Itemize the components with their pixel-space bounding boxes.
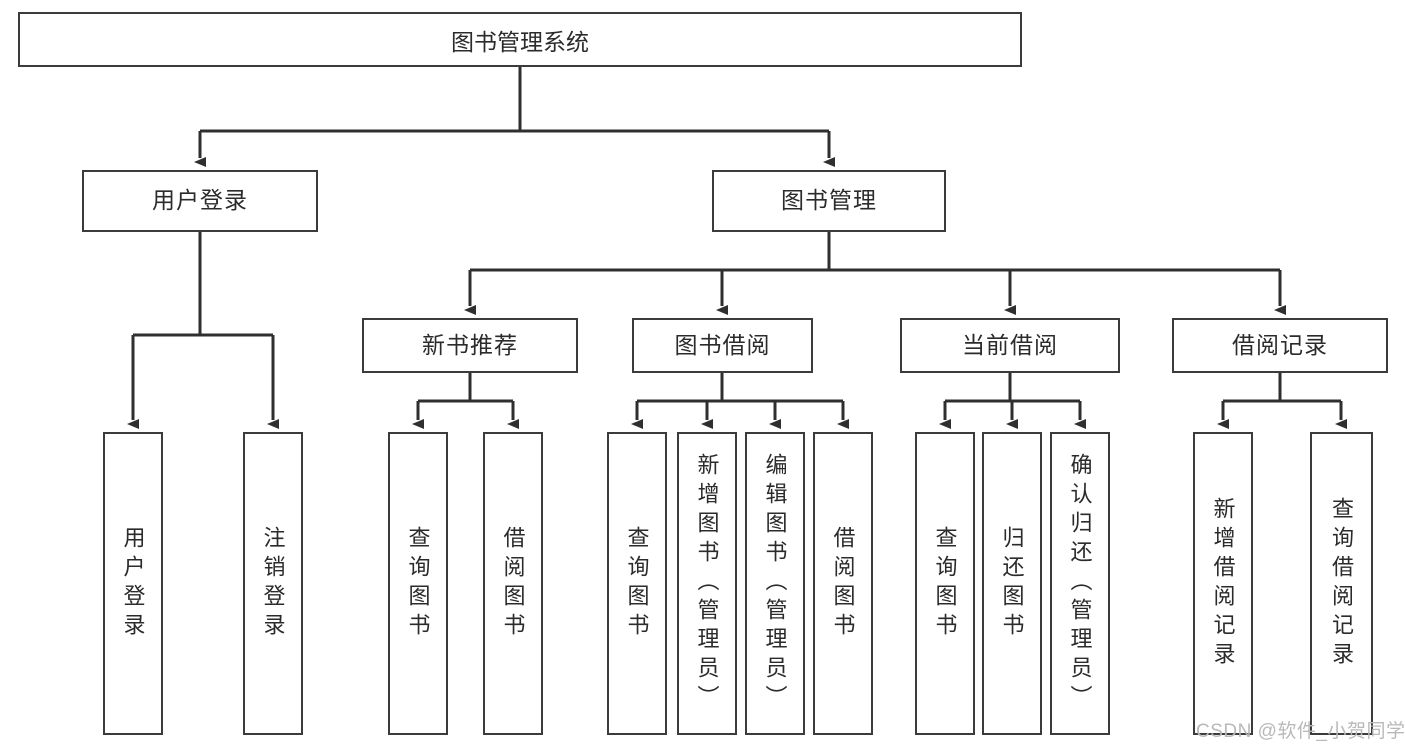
node-label: 图书管理系统 [451, 28, 589, 55]
leaf-return-book[interactable]: 归还图书 [982, 432, 1042, 735]
node-root-book-management-system[interactable]: 图书管理系统 [18, 12, 1022, 67]
node-label: 用户登录 [120, 525, 146, 642]
leaf-query-book-current[interactable]: 查询图书 [915, 432, 975, 735]
leaf-confirm-return-admin[interactable]: 确认归还（管理员） [1050, 432, 1110, 735]
node-label: 确认归还（管理员） [1067, 453, 1093, 714]
node-label: 归还图书 [999, 525, 1025, 642]
node-label: 查询借阅记录 [1329, 496, 1355, 671]
leaf-logout[interactable]: 注销登录 [243, 432, 303, 735]
node-label: 借阅记录 [1232, 331, 1328, 358]
node-label: 图书管理 [781, 187, 877, 214]
leaf-query-borrow-record[interactable]: 查询借阅记录 [1310, 432, 1373, 735]
node-book-management[interactable]: 图书管理 [712, 170, 946, 232]
leaf-edit-book-admin[interactable]: 编辑图书（管理员） [745, 432, 805, 735]
node-label: 注销登录 [260, 525, 286, 642]
leaf-add-borrow-record[interactable]: 新增借阅记录 [1193, 432, 1253, 735]
node-borrow-records[interactable]: 借阅记录 [1172, 318, 1388, 373]
node-label: 借阅图书 [830, 525, 856, 642]
node-current-borrowing[interactable]: 当前借阅 [900, 318, 1120, 373]
node-label: 查询图书 [405, 525, 431, 642]
node-label: 查询图书 [932, 525, 958, 642]
node-label: 新增借阅记录 [1210, 496, 1236, 671]
leaf-add-book-admin[interactable]: 新增图书（管理员） [677, 432, 737, 735]
leaf-query-book-borrowing[interactable]: 查询图书 [607, 432, 667, 735]
node-label: 查询图书 [624, 525, 650, 642]
leaf-query-book-newbook[interactable]: 查询图书 [388, 432, 448, 735]
leaf-borrow-book-newbook[interactable]: 借阅图书 [483, 432, 543, 735]
node-label: 新书推荐 [422, 331, 518, 358]
node-label: 借阅图书 [500, 525, 526, 642]
node-label: 当前借阅 [962, 331, 1058, 358]
node-label: 用户登录 [152, 187, 248, 214]
connectors [127, 67, 1347, 429]
node-label: 新增图书（管理员） [694, 453, 720, 714]
node-label: 图书借阅 [674, 331, 771, 358]
leaf-borrow-book-borrowing[interactable]: 借阅图书 [813, 432, 873, 735]
node-label: 编辑图书（管理员） [762, 453, 788, 714]
node-book-borrowing[interactable]: 图书借阅 [632, 318, 813, 373]
node-user-login[interactable]: 用户登录 [82, 170, 318, 232]
leaf-user-login[interactable]: 用户登录 [103, 432, 163, 735]
node-new-book-recommend[interactable]: 新书推荐 [362, 318, 578, 373]
